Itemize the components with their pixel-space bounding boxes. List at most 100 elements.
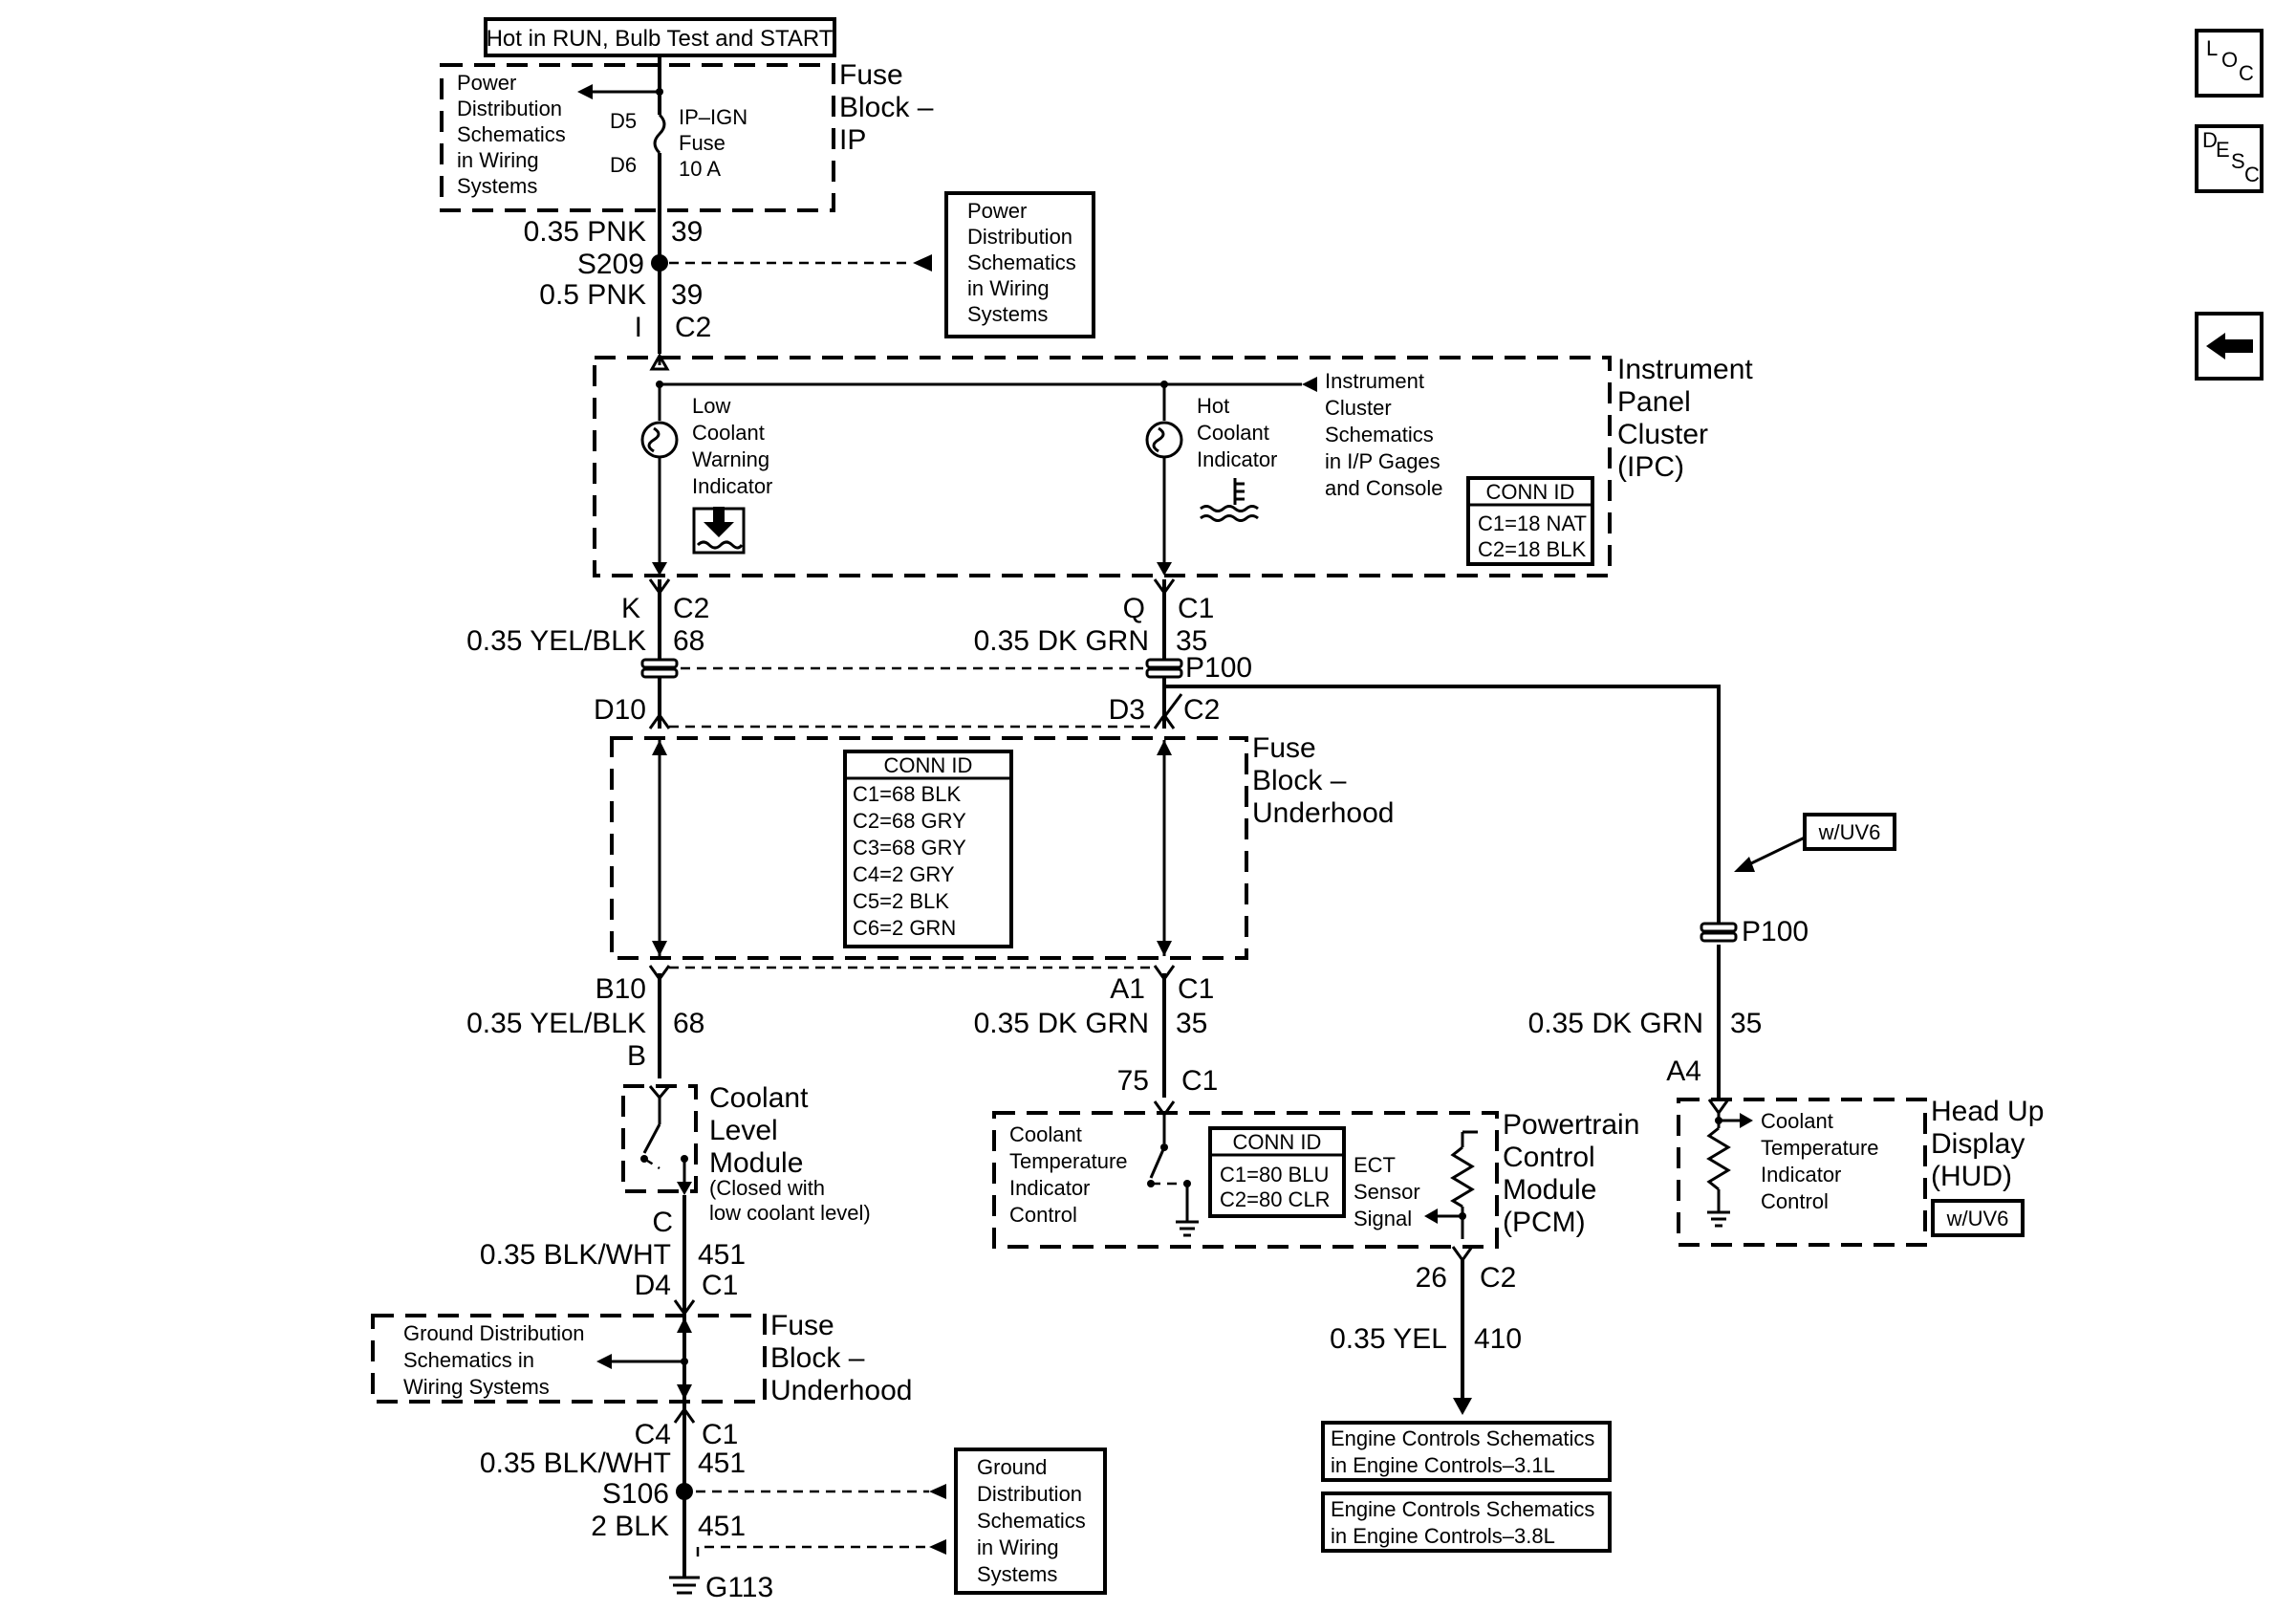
svg-text:Power: Power	[457, 71, 516, 95]
wuv6-box-2: w/UV6	[1931, 1199, 2025, 1237]
svg-text:Block –: Block –	[770, 1342, 865, 1374]
svg-text:IP: IP	[839, 124, 866, 156]
svg-text:Coolant: Coolant	[692, 421, 765, 445]
coolant-level-note: (Closed with low coolant level)	[709, 1176, 871, 1225]
label-68b: 68	[673, 1008, 704, 1039]
svg-text:Block –: Block –	[1252, 765, 1347, 796]
svg-text:CONN ID: CONN ID	[884, 753, 973, 777]
svg-text:C3=68 GRY: C3=68 GRY	[853, 836, 966, 860]
svg-text:Temperature: Temperature	[1761, 1136, 1879, 1160]
svg-text:Instrument: Instrument	[1617, 354, 1753, 385]
svg-text:C6=2 GRN: C6=2 GRN	[853, 916, 956, 940]
ipc-conn-id-box: CONN ID C1=18 NAT C2=18 BLK	[1466, 476, 1594, 566]
svg-text:Cluster: Cluster	[1617, 419, 1708, 450]
label-35c: 35	[1730, 1008, 1762, 1039]
fbu2-title: Fuse Block – Underhood	[770, 1310, 912, 1406]
svg-text:Warning: Warning	[692, 447, 769, 471]
svg-text:Schematics in: Schematics in	[403, 1348, 534, 1372]
svg-text:Level: Level	[709, 1115, 778, 1146]
desc-button[interactable]: D E S C	[2195, 124, 2264, 193]
dashed-to-ground-dist-2	[696, 1545, 929, 1557]
svg-text:C1=68 BLK: C1=68 BLK	[853, 782, 961, 806]
label-035yel: 0.35 YEL	[1330, 1323, 1447, 1355]
label-s209: S209	[577, 249, 644, 280]
svg-text:low coolant level): low coolant level)	[709, 1201, 871, 1225]
power-dist-text-1: Power Distribution Schematics in Wiring …	[457, 71, 566, 198]
svg-text:Indicator: Indicator	[1761, 1163, 1841, 1186]
low-coolant-symbol-icon	[692, 507, 746, 555]
svg-text:Systems: Systems	[457, 174, 537, 198]
loc-letter-l: L	[2206, 36, 2219, 60]
svg-text:(Closed with: (Closed with	[709, 1176, 825, 1200]
fbu-outline	[610, 736, 1248, 960]
temp-symbol-icon	[1200, 478, 1259, 522]
label-410: 410	[1474, 1323, 1522, 1355]
ect-label: ECT Sensor Signal	[1354, 1153, 1420, 1230]
label-75: 75	[1117, 1065, 1149, 1097]
engine-controls-38-box: Engine Controls Schematics in Engine Con…	[1321, 1491, 1612, 1553]
label-05pnk: 0.5 PNK	[539, 279, 646, 311]
pcm-switch-icon	[1147, 1100, 1199, 1237]
svg-text:10 A: 10 A	[679, 157, 721, 181]
svg-text:in Engine Controls–3.8L: in Engine Controls–3.8L	[1331, 1524, 1555, 1548]
label-c2b: C2	[673, 593, 709, 624]
svg-text:C1=80 BLU: C1=80 BLU	[1220, 1163, 1329, 1186]
svg-text:Schematics: Schematics	[1325, 423, 1434, 446]
label-pin-k: K	[621, 593, 640, 624]
svg-text:w/UV6: w/UV6	[1946, 1207, 2009, 1230]
svg-text:ECT: ECT	[1354, 1153, 1396, 1177]
label-035bw1: 0.35 BLK/WHT	[480, 1239, 671, 1271]
svg-text:Distribution: Distribution	[967, 225, 1072, 249]
label-d3: D3	[1109, 694, 1145, 726]
label-d4: D4	[635, 1270, 671, 1301]
svg-text:Distribution: Distribution	[977, 1482, 1082, 1506]
svg-text:Underhood: Underhood	[1252, 797, 1394, 829]
svg-text:Coolant: Coolant	[1761, 1109, 1833, 1133]
arrow-power-dist-2-icon	[913, 254, 932, 272]
svg-text:Powertrain: Powertrain	[1503, 1109, 1639, 1141]
svg-text:Display: Display	[1931, 1128, 2025, 1160]
back-button[interactable]	[2195, 312, 2264, 381]
svg-text:CONN ID: CONN ID	[1486, 480, 1575, 504]
label-26: 26	[1416, 1262, 1447, 1294]
engine-controls-31-box: Engine Controls Schematics in Engine Con…	[1321, 1421, 1612, 1482]
coolant-level-title: Coolant Level Module	[709, 1082, 809, 1179]
arrow-power-dist-icon	[577, 84, 593, 99]
svg-text:Control: Control	[1009, 1203, 1077, 1227]
loc-button[interactable]: L O C	[2195, 29, 2264, 98]
svg-text:Fuse: Fuse	[1252, 732, 1316, 764]
ipc-outline	[593, 356, 1612, 577]
fuse-block-ip-title: Fuse Block – IP	[839, 59, 934, 156]
label-p100a: P100	[1185, 652, 1252, 684]
label-d5: D5	[610, 109, 637, 133]
p100-connector-right	[1145, 658, 1183, 679]
label-39a: 39	[671, 216, 703, 248]
loc-letter-o: O	[2221, 48, 2239, 72]
svg-text:Underhood: Underhood	[770, 1375, 912, 1406]
svg-text:Sensor: Sensor	[1354, 1180, 1420, 1204]
label-c1c: C1	[1181, 1065, 1218, 1097]
label-68a: 68	[673, 625, 704, 657]
svg-text:in Engine Controls–3.1L: in Engine Controls–3.1L	[1331, 1453, 1555, 1477]
desc-letter-d: D	[2202, 128, 2218, 152]
svg-text:in Wiring: in Wiring	[457, 148, 539, 172]
ground-dist-box-2: Ground Distribution Schematics in Wiring…	[954, 1448, 1107, 1595]
p100-connector-left	[640, 658, 679, 679]
svg-text:Wiring Systems: Wiring Systems	[403, 1375, 550, 1399]
fbu-title: Fuse Block – Underhood	[1252, 732, 1394, 829]
label-451a: 451	[698, 1239, 746, 1271]
label-a1: A1	[1110, 973, 1145, 1005]
splice-s106	[676, 1483, 693, 1500]
label-035dg3: 0.35 DK GRN	[1528, 1008, 1703, 1039]
svg-text:Engine Controls Schematics: Engine Controls Schematics	[1331, 1426, 1594, 1450]
back-arrow-icon-body	[2224, 339, 2253, 353]
svg-text:Schematics: Schematics	[457, 122, 566, 146]
label-035yb1: 0.35 YEL/BLK	[466, 625, 646, 657]
svg-text:Control: Control	[1503, 1142, 1595, 1173]
label-451b: 451	[698, 1448, 746, 1479]
svg-text:Block –: Block –	[839, 92, 934, 123]
svg-text:Temperature: Temperature	[1009, 1149, 1128, 1173]
wuv6-box-1: w/UV6	[1803, 813, 1896, 851]
label-c4: C4	[635, 1419, 671, 1450]
